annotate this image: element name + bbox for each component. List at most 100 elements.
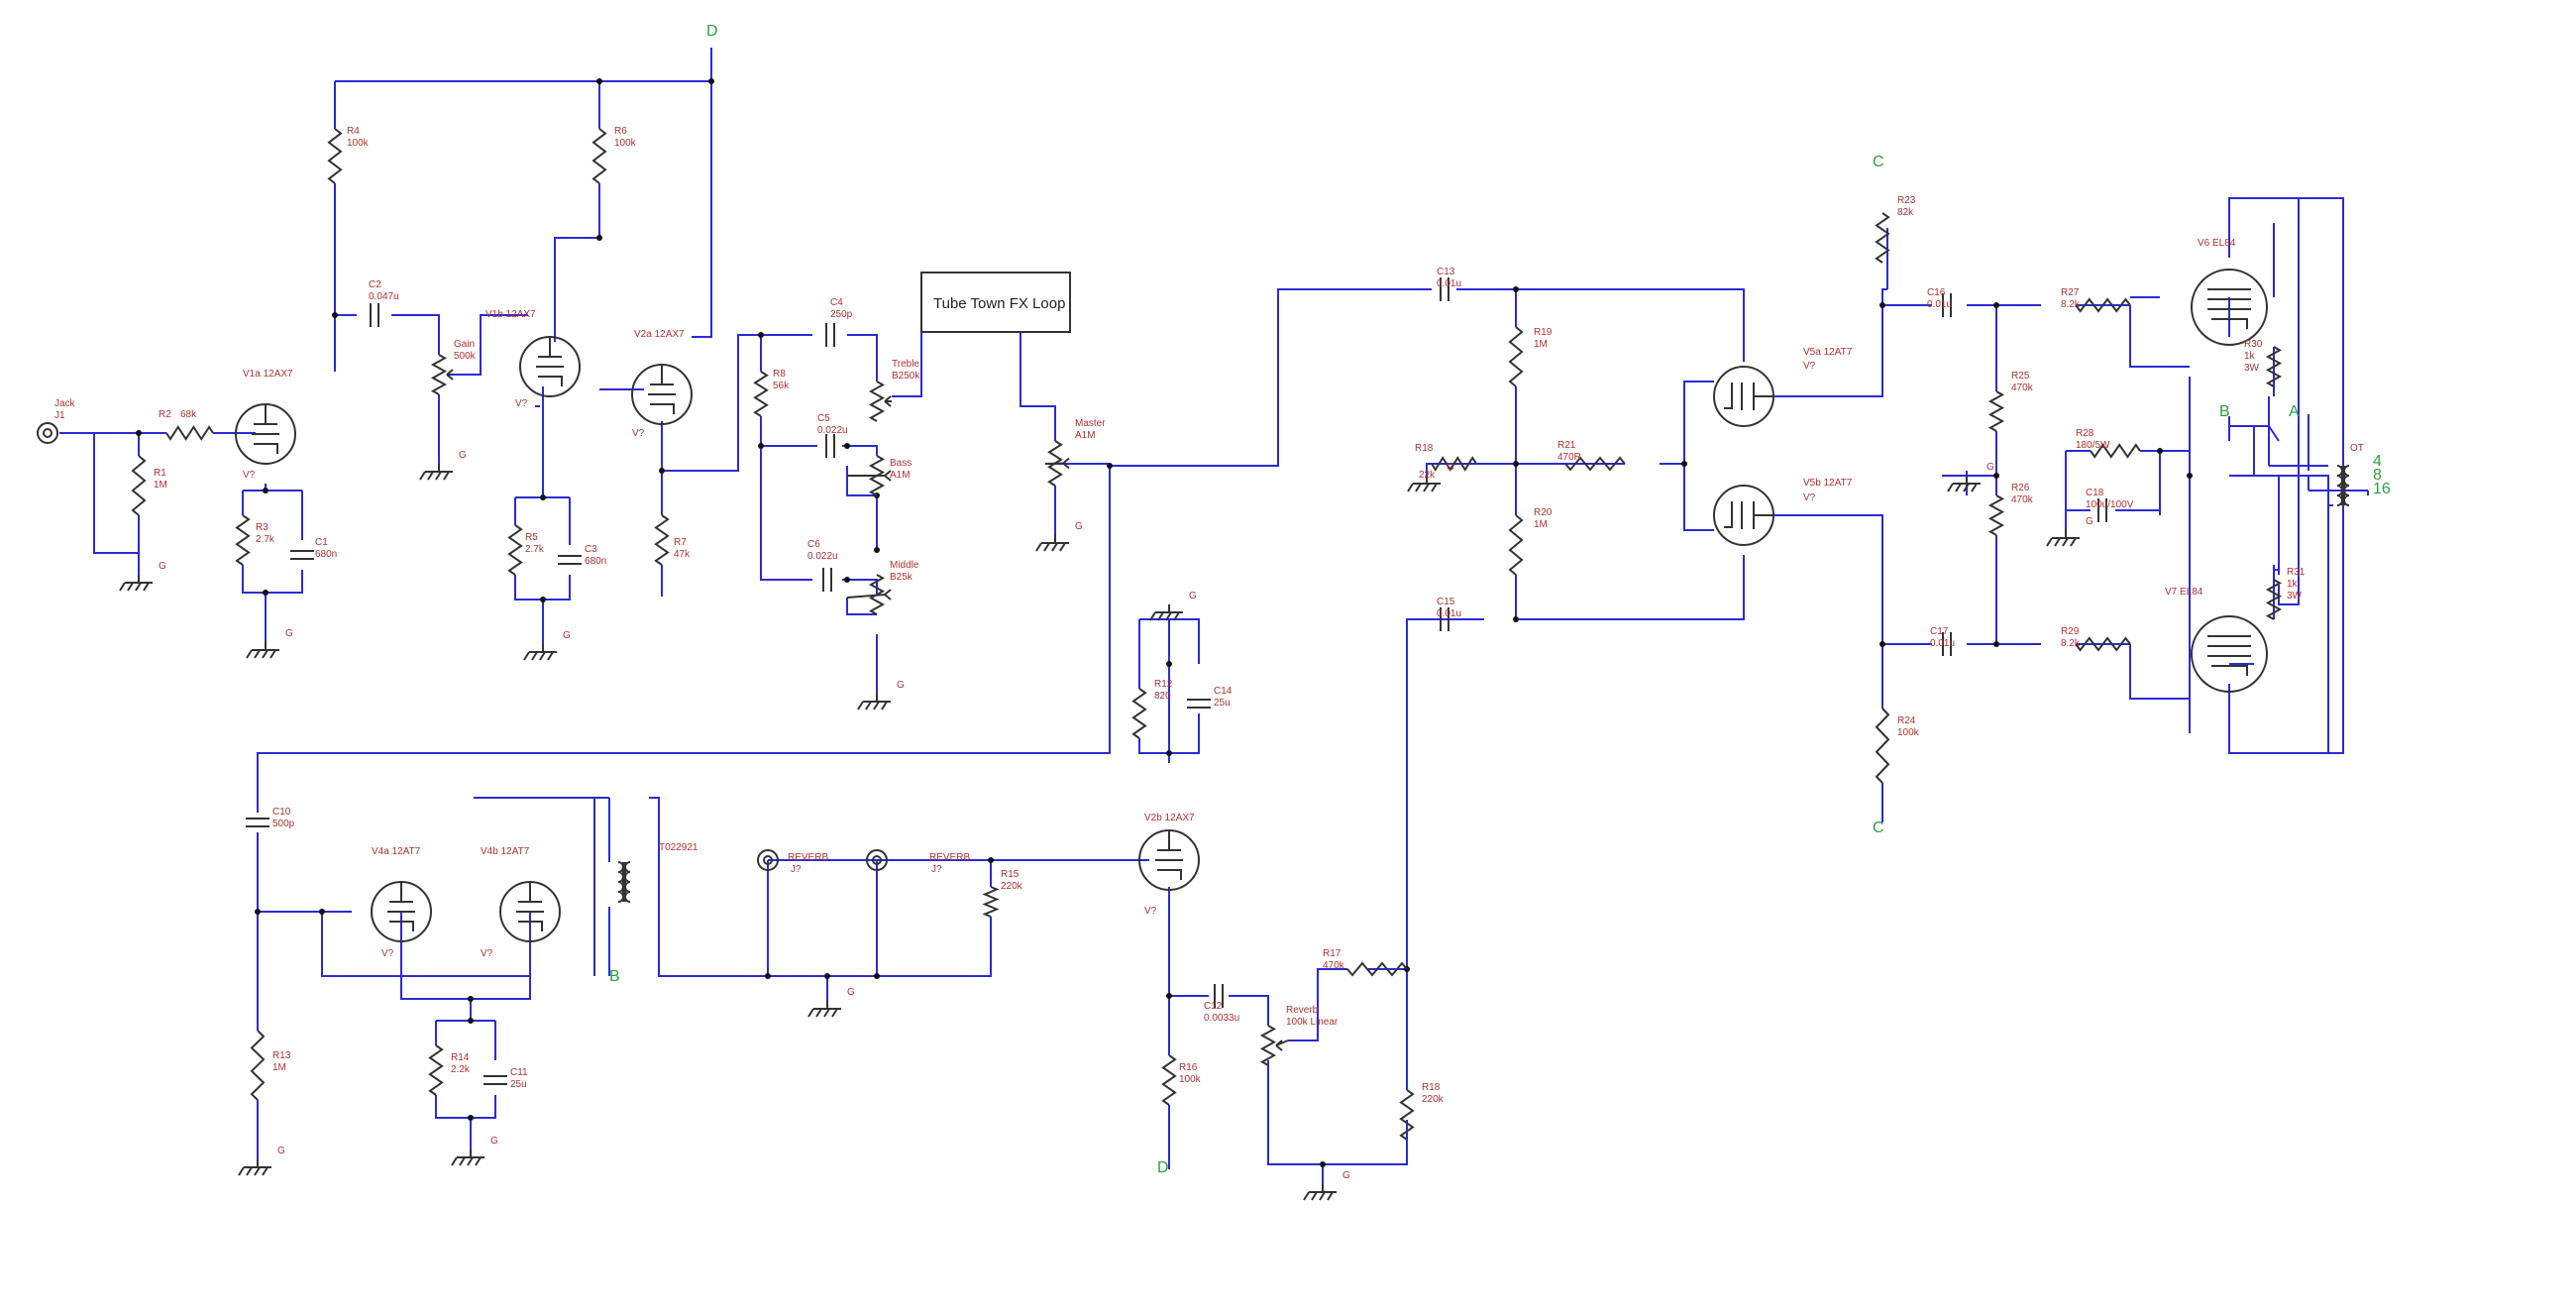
ground-g12[interactable] [1407, 476, 1441, 492]
capacitor-c6[interactable] [822, 568, 832, 592]
capacitor-c11[interactable] [483, 1075, 507, 1085]
label-reverb-return-ref: J? [931, 864, 942, 875]
label-j1-value: J1 [54, 410, 65, 421]
capacitor-c2[interactable] [370, 303, 379, 327]
resistor-r12[interactable] [1131, 688, 1147, 739]
capacitor-c16[interactable] [1942, 293, 1952, 317]
resistor-r7[interactable] [654, 514, 670, 566]
tube-v1a[interactable] [235, 403, 296, 465]
capacitor-c4[interactable] [825, 323, 835, 347]
resistor-r15[interactable] [982, 886, 1000, 918]
potentiometer-middle[interactable] [846, 574, 892, 615]
label-middle-name: Middle [890, 560, 919, 571]
resistor-r19[interactable] [1508, 326, 1524, 387]
label-r19-value: 1M [1534, 339, 1548, 350]
label-c16-name: C16 [1927, 287, 1946, 298]
label-r8-name: R8 [773, 369, 786, 380]
capacitor-c15[interactable] [1440, 607, 1449, 631]
label-v2a: V2a 12AX7 [634, 329, 685, 340]
label-r2-value: 68k [180, 409, 197, 420]
ground-g3[interactable] [419, 464, 453, 481]
ground-g1[interactable] [119, 575, 153, 592]
ground-g4[interactable] [523, 644, 557, 661]
label-c18-name: C18 [2086, 488, 2104, 498]
output-transformer-ot[interactable] [2336, 465, 2350, 506]
potentiometer-treble[interactable] [868, 381, 892, 422]
reverb-jack-return[interactable] [866, 849, 888, 871]
resistor-r24[interactable] [1875, 708, 1890, 784]
potentiometer-gain[interactable] [430, 354, 454, 395]
label-v1b: V1b 12AX7 [485, 309, 536, 320]
capacitor-c10[interactable] [246, 818, 269, 827]
ground-g14[interactable] [2046, 530, 2080, 547]
resistor-r21[interactable] [1564, 456, 1626, 472]
resistor-r23[interactable] [1875, 212, 1890, 264]
tube-v7[interactable] [2191, 615, 2268, 693]
label-c18-value: 100u/100V [2086, 499, 2134, 510]
capacitor-c17[interactable] [1942, 632, 1952, 656]
resistor-r27[interactable] [2075, 297, 2131, 313]
capacitor-c5[interactable] [825, 434, 835, 458]
label-r28-name: R28 [2076, 428, 2094, 439]
resistor-r4[interactable] [327, 128, 343, 184]
capacitor-c12[interactable] [1214, 984, 1224, 1008]
label-c15-value: 0.01u [1437, 608, 1461, 619]
resistor-r5[interactable] [507, 524, 523, 576]
ground-g9[interactable] [807, 1001, 841, 1018]
ground-g13[interactable] [1947, 476, 1981, 492]
tube-v4b[interactable] [499, 881, 561, 942]
input-jack-j1[interactable] [37, 422, 58, 444]
ground-g5[interactable] [857, 694, 891, 711]
resistor-r26[interactable] [1987, 494, 2005, 536]
label-j1-name: Jack [54, 398, 76, 409]
capacitor-c18[interactable] [2097, 498, 2107, 522]
capacitor-c3[interactable] [558, 555, 582, 565]
capacitor-c13[interactable] [1440, 277, 1449, 301]
resistor-r8[interactable] [753, 371, 769, 417]
potentiometer-bass[interactable] [847, 455, 892, 496]
capacitor-c14[interactable] [1187, 699, 1211, 709]
ground-g7[interactable] [238, 1159, 271, 1176]
resistor-r16[interactable] [1161, 1054, 1177, 1106]
capacitor-c1[interactable] [290, 550, 314, 560]
label-r13-value: 1M [272, 1062, 286, 1073]
label-r24-name: R24 [1897, 715, 1916, 726]
resistor-r1[interactable] [131, 455, 147, 516]
reverb-transformer-t022921[interactable] [617, 861, 631, 903]
resistor-r14[interactable] [428, 1044, 444, 1096]
label-c3-value: 680n [585, 556, 606, 567]
ground-label-g4: G [563, 630, 571, 641]
tube-v1b[interactable] [519, 336, 581, 397]
tube-v2b[interactable] [1138, 829, 1200, 891]
resistor-r17[interactable] [1346, 961, 1408, 977]
resistor-r18b[interactable] [1399, 1089, 1415, 1141]
ground-g11[interactable] [1303, 1184, 1337, 1201]
label-r1-name: R1 [154, 468, 166, 479]
tube-v2a[interactable] [631, 364, 693, 425]
tube-v6[interactable] [2191, 269, 2268, 346]
ground-g10[interactable] [1149, 604, 1183, 621]
resistor-r20[interactable] [1508, 514, 1524, 576]
net-flag-c-bottom: C [1873, 820, 1884, 836]
resistor-r25[interactable] [1987, 390, 2005, 432]
fx-loop-box[interactable]: Tube Town FX Loop [920, 272, 1071, 333]
label-c1-value: 680n [315, 549, 337, 560]
tube-v5a[interactable] [1713, 366, 1774, 427]
tube-v4a[interactable] [371, 881, 432, 942]
tube-v5b[interactable] [1713, 485, 1774, 546]
resistor-r29[interactable] [2075, 636, 2131, 652]
ground-g6[interactable] [1035, 535, 1069, 552]
resistor-r28[interactable] [2090, 443, 2141, 459]
resistor-r13[interactable] [250, 1030, 266, 1101]
ground-g8[interactable] [451, 1149, 484, 1166]
resistor-r31[interactable] [2265, 579, 2283, 620]
reverb-jack-send[interactable] [757, 849, 779, 871]
resistor-r18a[interactable] [1431, 456, 1477, 472]
resistor-r6[interactable] [591, 128, 607, 184]
ground-g2[interactable] [246, 642, 279, 659]
resistor-r30[interactable] [2265, 346, 2283, 387]
potentiometer-revpot[interactable] [1259, 1025, 1289, 1066]
resistor-r2[interactable] [165, 425, 214, 441]
potentiometer-master[interactable] [1044, 440, 1070, 487]
resistor-r3[interactable] [235, 514, 251, 566]
